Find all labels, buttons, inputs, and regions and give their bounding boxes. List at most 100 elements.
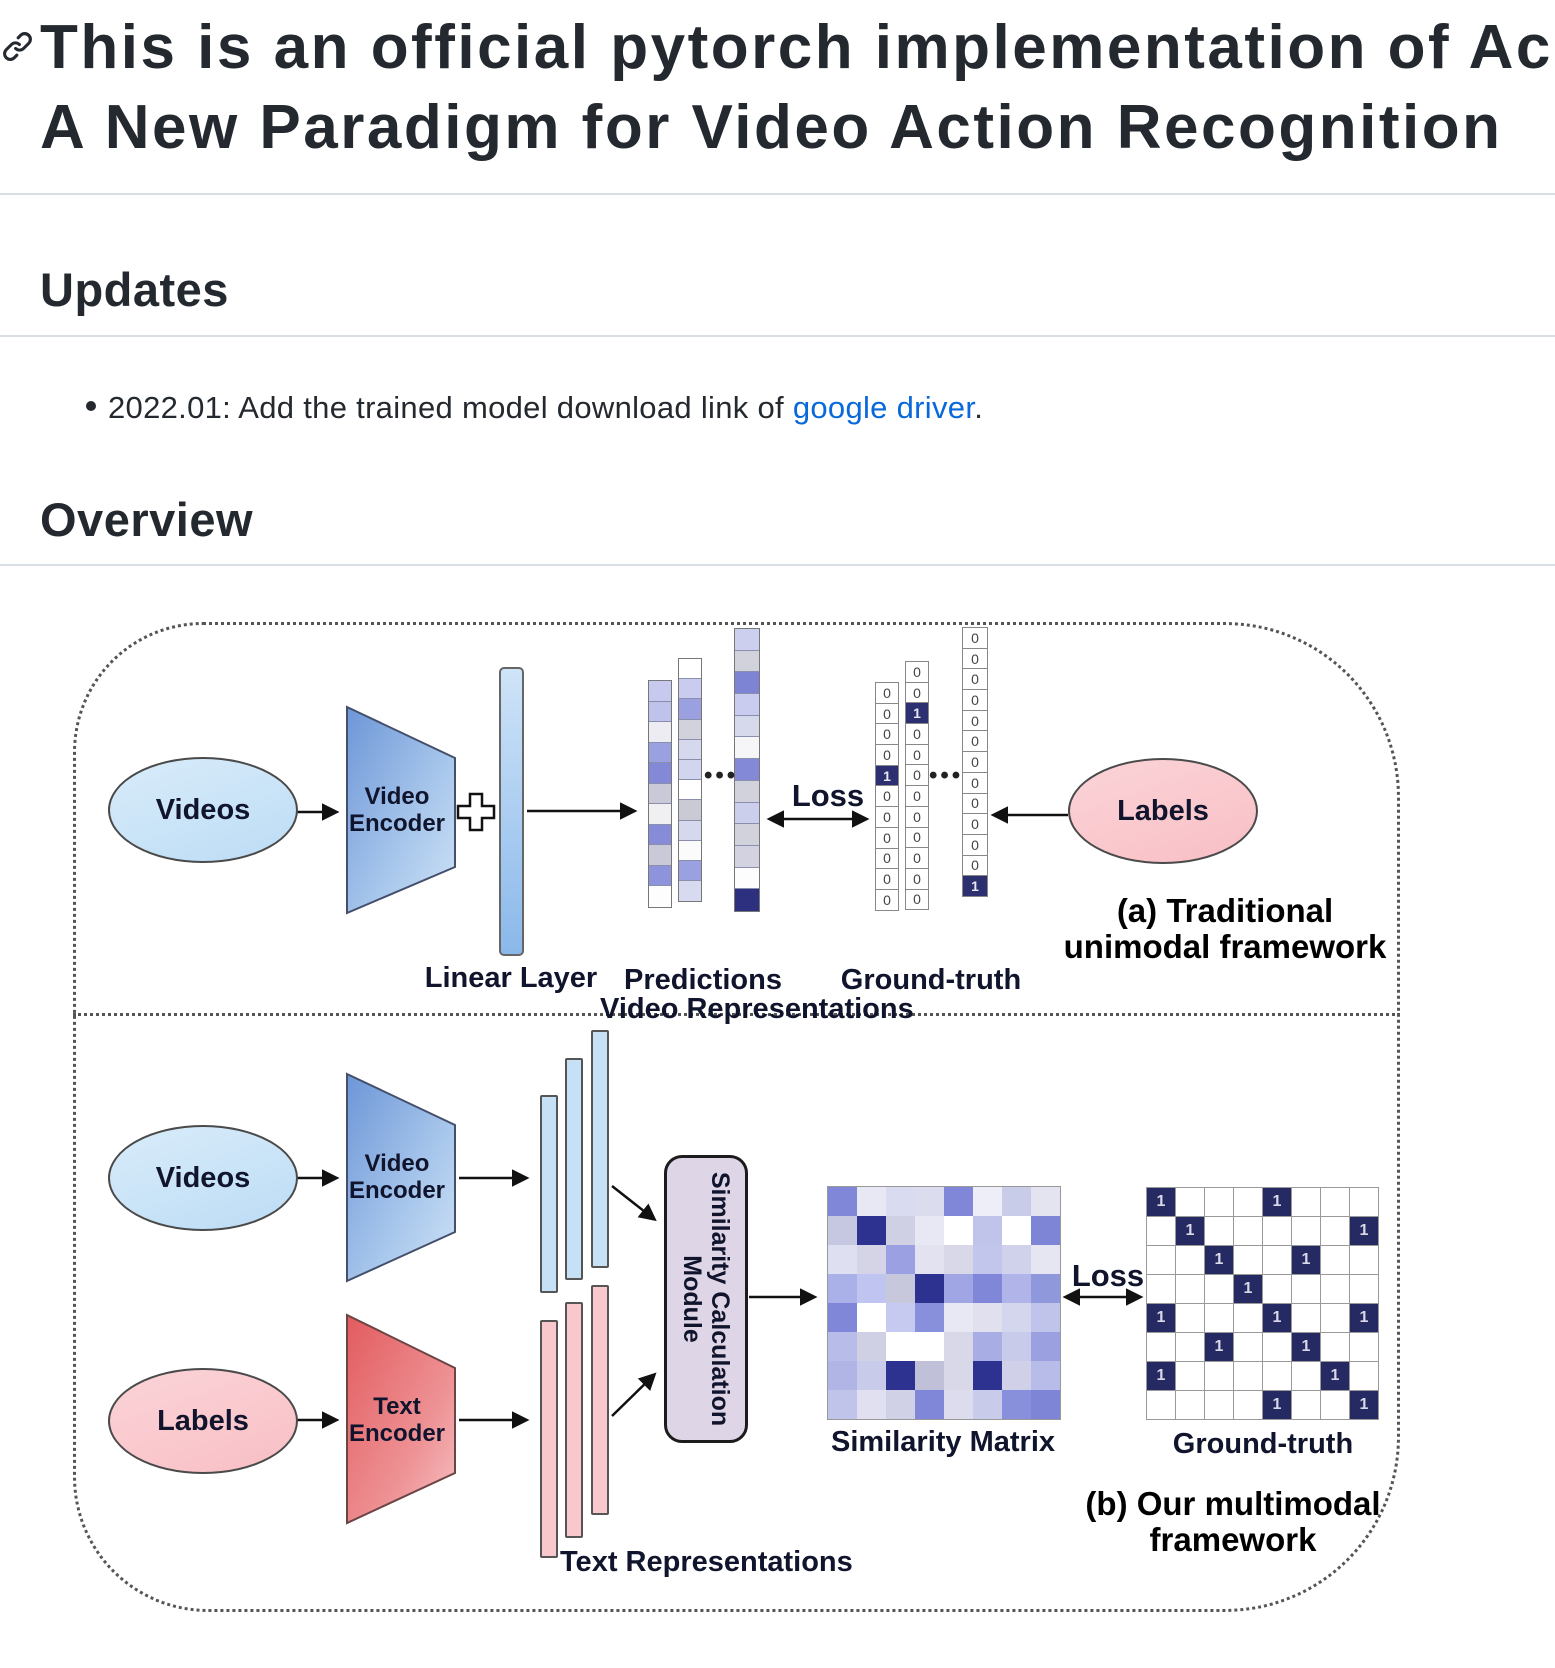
groundtruth-matrix-cell: [1262, 1332, 1292, 1362]
module-label-line2: Module: [678, 1255, 706, 1343]
similarity-cell: [915, 1245, 944, 1274]
similarity-cell: [857, 1332, 886, 1361]
prediction-cell: [649, 824, 671, 845]
similarity-cell: [1031, 1361, 1060, 1390]
prediction-cell: [649, 845, 671, 866]
similarity-cell: [886, 1245, 915, 1274]
similarity-cell: [915, 1187, 944, 1216]
similarity-cell: [1031, 1332, 1060, 1361]
labels-node-b: Labels: [108, 1368, 298, 1474]
groundtruth-matrix-cell: [1204, 1390, 1234, 1420]
prediction-cell: [679, 780, 701, 801]
linear-layer-caption: Linear Layer: [424, 962, 598, 994]
groundtruth-matrix-cell: [1320, 1390, 1350, 1420]
prediction-cell: [735, 759, 759, 781]
groundtruth-cell: 0: [962, 668, 988, 691]
groundtruth-matrix-cell: [1349, 1361, 1379, 1391]
prediction-cell: [649, 886, 671, 907]
similarity-matrix: [827, 1186, 1061, 1420]
groundtruth-matrix-cell: 1: [1204, 1332, 1234, 1362]
overview-divider: [0, 564, 1555, 566]
groundtruth-matrix-cell: [1291, 1216, 1321, 1246]
similarity-cell: [973, 1216, 1002, 1245]
prediction-cell: [735, 802, 759, 825]
similarity-cell: [1002, 1245, 1031, 1274]
groundtruth-caption-a: Ground-truth: [840, 964, 1022, 996]
similarity-cell: [915, 1361, 944, 1390]
video-rep-bar-1: [540, 1095, 558, 1293]
similarity-cell: [1031, 1216, 1060, 1245]
groundtruth-matrix-cell: [1146, 1390, 1176, 1420]
groundtruth-cell: 0: [962, 709, 988, 732]
groundtruth-matrix-cell: 1: [1320, 1361, 1350, 1391]
groundtruth-matrix-cell: [1291, 1303, 1321, 1333]
prediction-cell: [679, 699, 701, 720]
groundtruth-matrix-cell: [1320, 1332, 1350, 1362]
video-encoder-line2-a: Encoder: [348, 810, 446, 837]
groundtruth-matrix-cell: [1349, 1274, 1379, 1304]
google-driver-link[interactable]: google driver: [792, 390, 975, 425]
similarity-cell: [1002, 1361, 1031, 1390]
groundtruth-matrix-cell: [1204, 1216, 1234, 1246]
similarity-cell: [1002, 1274, 1031, 1303]
videos-node-b: Videos: [108, 1125, 298, 1231]
list-bullet: [86, 401, 96, 411]
groundtruth-cell: 0: [905, 826, 929, 849]
prediction-cell: [679, 759, 701, 781]
groundtruth-matrix-cell: [1262, 1245, 1292, 1275]
prediction-cell: [679, 659, 701, 680]
anchor-link-icon[interactable]: [1, 30, 34, 63]
text-rep-bar-3: [591, 1285, 609, 1515]
groundtruth-matrix-cell: [1233, 1245, 1263, 1275]
prediction-cell: [679, 820, 701, 841]
prediction-cell: [679, 860, 701, 882]
groundtruth-caption-b: Ground-truth: [1172, 1428, 1354, 1460]
predictions-ellipsis: •••: [704, 762, 739, 789]
similarity-cell: [944, 1187, 973, 1216]
groundtruth-matrix-cell: 1: [1349, 1303, 1379, 1333]
diagram-section-divider: [73, 1013, 1400, 1016]
video-encoder-line2-b: Encoder: [348, 1177, 446, 1204]
similarity-cell: [973, 1361, 1002, 1390]
groundtruth-matrix-cell: 1: [1204, 1245, 1234, 1275]
groundtruth-matrix-cell: [1146, 1332, 1176, 1362]
prediction-cell: [679, 881, 701, 902]
groundtruth-matrix-cell: [1320, 1245, 1350, 1275]
similarity-cell: [828, 1390, 857, 1419]
similarity-cell: [973, 1390, 1002, 1419]
groundtruth-cell: 0: [962, 792, 988, 815]
text-representations-caption: Text Representations: [560, 1546, 853, 1578]
groundtruth-matrix-cell: [1233, 1361, 1263, 1391]
updates-divider: [0, 335, 1555, 337]
prediction-cell: [679, 840, 701, 861]
video-rep-bar-2: [565, 1058, 583, 1280]
similarity-cell: [1031, 1274, 1060, 1303]
similarity-cell: [944, 1332, 973, 1361]
groundtruth-matrix-cell: [1233, 1390, 1263, 1420]
video-rep-bar-3: [591, 1030, 609, 1268]
groundtruth-cell: 0: [875, 785, 899, 808]
predictions-caption: Predictions: [624, 964, 782, 996]
groundtruth-matrix-cell: [1175, 1187, 1205, 1217]
update-list-item: 2022.01: Add the trained model download …: [108, 390, 983, 426]
groundtruth-cell: 0: [875, 868, 899, 890]
similarity-cell: [973, 1245, 1002, 1274]
prediction-cell: [735, 867, 759, 890]
text-rep-bar-1: [540, 1320, 558, 1558]
similarity-cell: [857, 1187, 886, 1216]
similarity-cell: [857, 1303, 886, 1332]
groundtruth-matrix-cell: 1: [1146, 1303, 1176, 1333]
similarity-cell: [944, 1216, 973, 1245]
prediction-cell: [649, 722, 671, 743]
similarity-cell: [944, 1361, 973, 1390]
prediction-cell: [679, 719, 701, 740]
groundtruth-matrix-cell: 1: [1291, 1332, 1321, 1362]
groundtruth-matrix-cell: [1291, 1390, 1321, 1420]
groundtruth-matrix-cell: [1262, 1216, 1292, 1246]
groundtruth-matrix-cell: [1233, 1303, 1263, 1333]
groundtruth-cell: 0: [905, 661, 929, 683]
groundtruth-matrix-cell: 1: [1291, 1245, 1321, 1275]
similarity-cell: [1031, 1390, 1060, 1419]
